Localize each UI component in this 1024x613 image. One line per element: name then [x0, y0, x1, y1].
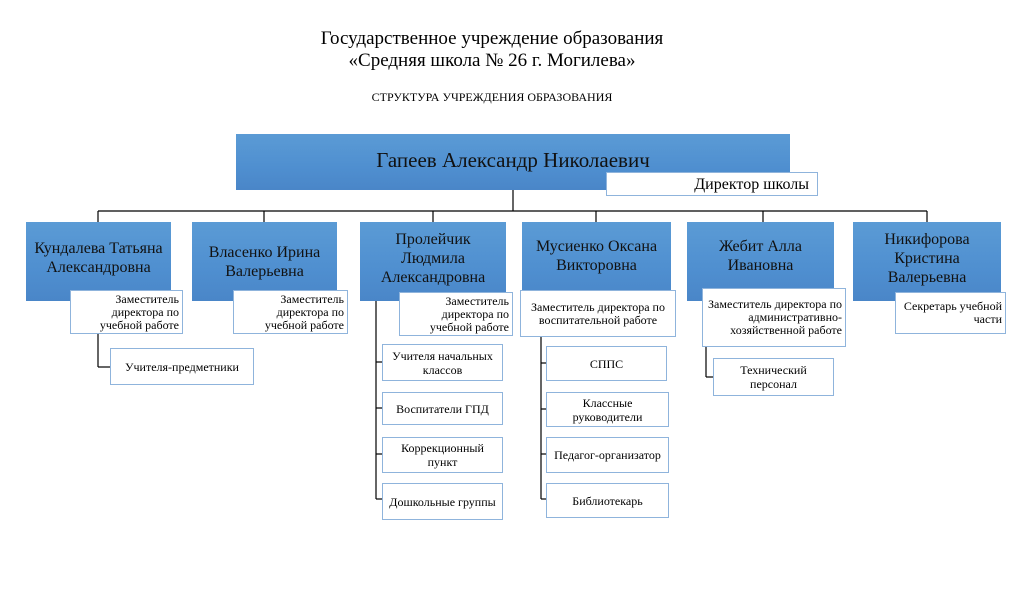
deputy-4-role-label: Заместитель директора по воспитательной …	[520, 290, 676, 337]
deputy-1-role-label: Заместитель директора по учебной работе	[70, 290, 183, 334]
director-role-label: Директор школы	[606, 172, 818, 196]
deputy-3-role-label: Заместитель директора по учебной работе	[399, 292, 513, 336]
deputy-3-name-box: Пролейчик Людмила Александровна	[360, 222, 506, 301]
header-line-2: «Средняя школа № 26 г. Могилева»	[348, 50, 636, 71]
deputy-4-name-box: Мусиенко Оксана Викторовна	[522, 222, 671, 301]
correction-point-box: Коррекционный пункт	[382, 437, 503, 473]
class-teachers-box: Классные руководители	[546, 392, 669, 427]
deputy-1-name-box: Кундалева Татьяна Александровна	[26, 222, 171, 301]
spps-box: СППС	[546, 346, 667, 381]
teachers-box: Учителя-предметники	[110, 348, 254, 385]
preschool-groups-box: Дошкольные группы	[382, 483, 503, 520]
gpd-educators-box: Воспитатели ГПД	[382, 392, 503, 425]
primary-teachers-box: Учителя начальных классов	[382, 344, 503, 381]
librarian-box: Библиотекарь	[546, 483, 669, 518]
chart-subtitle: СТРУКТУРА УЧРЕЖДЕНИЯ ОБРАЗОВАНИЯ	[371, 90, 613, 104]
deputy-5-name-box: Жебит Алла Ивановна	[687, 222, 834, 301]
deputy-2-role-label: Заместитель директора по учебной работе	[233, 290, 348, 334]
deputy-5-role-label: Заместитель директора по административно…	[702, 288, 846, 347]
deputy-6-name-box: Никифорова Кристина Валерьевна	[853, 222, 1001, 301]
header-line-1: Государственное учреждение образования	[320, 28, 664, 49]
technical-staff-box: Технический персонал	[713, 358, 834, 396]
deputy-6-role-label: Секретарь учебной части	[895, 292, 1006, 334]
deputy-2-name-box: Власенко Ирина Валерьевна	[192, 222, 337, 301]
teacher-organizer-box: Педагог-организатор	[546, 437, 669, 473]
